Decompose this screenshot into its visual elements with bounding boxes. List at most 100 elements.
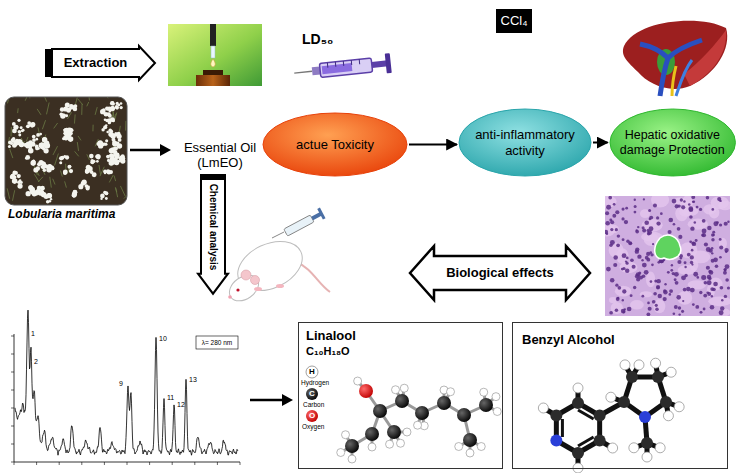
chromatogram: [36, 462, 37, 465]
linalool-molecule: [368, 443, 376, 451]
plant-photo: [34, 174, 39, 182]
node-text: Linalool: [306, 328, 356, 344]
plant-photo: [32, 135, 36, 139]
step-arrow: Chemical analysis: [198, 175, 228, 294]
histology-picture: [727, 220, 729, 222]
panel-outline: [513, 323, 728, 469]
histology-picture: [613, 203, 616, 206]
plant-photo: [108, 114, 112, 118]
plant-photo: [7, 188, 10, 198]
syringe-picture: [335, 62, 337, 67]
node-text: CCl₄: [501, 13, 528, 29]
rat-picture: [296, 262, 330, 292]
histology-picture: [642, 219, 663, 232]
plant-photo: [112, 141, 117, 146]
benzyl-alcohol-molecule: [550, 435, 562, 447]
syringe-picture: [322, 63, 353, 74]
plant-photo: [109, 175, 113, 182]
chromatogram: [11, 372, 14, 373]
compound-panel: LinaloolC₁₀H₁₈OHHydrogenCCarbonOOxygen: [298, 322, 503, 469]
arrow: [250, 394, 293, 406]
histology-picture: [622, 289, 626, 293]
histology-picture: [719, 238, 727, 249]
histology-picture: [655, 304, 658, 307]
histology-picture: [609, 311, 613, 315]
histology-picture: [680, 198, 683, 201]
benzyl-alcohol-molecule: [620, 360, 630, 370]
histology-picture: [625, 207, 628, 210]
benzyl-alcohol-molecule: [573, 383, 583, 393]
plant-photo: [20, 126, 23, 129]
benzyl-alcohol-molecule: [606, 392, 616, 402]
box-outline: [196, 336, 238, 349]
histology-picture: [710, 305, 715, 310]
plant-photo: [115, 106, 119, 110]
histology-picture: [606, 233, 609, 236]
plant-photo: [63, 170, 68, 175]
histology-picture: [648, 307, 652, 311]
atom-legend: [306, 366, 318, 422]
arrow: [282, 394, 293, 406]
histology-picture: [677, 260, 681, 264]
plant-photo: [67, 107, 71, 111]
histology-picture: [719, 256, 722, 259]
linalool-molecule: [365, 427, 379, 441]
chromatogram: [11, 336, 14, 337]
histology-picture: [700, 311, 703, 314]
linalool-molecule: [386, 440, 394, 448]
histology-picture: [683, 200, 686, 203]
benzyl-alcohol-molecule: [594, 410, 606, 422]
histology-picture: [671, 264, 673, 266]
histology-picture: [702, 229, 707, 234]
plant-photo: [90, 160, 94, 164]
compound-panel-shape: [298, 322, 503, 469]
histology-picture: [709, 270, 714, 275]
linalool-molecule: [447, 388, 455, 396]
compound-panel: Benzyl Alcohol: [512, 322, 728, 469]
histology-picture: [624, 220, 628, 224]
node-text: anti-inflammatory activity: [469, 127, 581, 158]
histology-picture: [619, 262, 637, 274]
plant-photo: [105, 119, 109, 123]
plant-photo: [53, 179, 55, 185]
histology-picture: [669, 218, 674, 223]
chromatogram: [11, 444, 14, 445]
histology-picture: [683, 288, 687, 292]
histology-picture: [634, 211, 637, 214]
peak-number: 2: [34, 358, 38, 366]
plant-photo: [44, 97, 46, 102]
plant-photo: [108, 132, 113, 137]
histology-picture: [617, 286, 621, 290]
plant-photo: [106, 169, 110, 173]
plant-photo: [42, 161, 45, 164]
node-text: Oxygen: [302, 423, 324, 431]
histology-picture: [647, 302, 650, 305]
linalool-molecule: [415, 406, 429, 420]
plant-photo: [87, 102, 89, 106]
liver-picture: [623, 21, 727, 96]
plant-photo: [81, 181, 86, 186]
syringe-picture: [319, 58, 372, 77]
histology-picture: [615, 228, 618, 231]
wavelength-box: λ= 280 nm: [196, 336, 238, 349]
atom-legend: [306, 388, 318, 400]
box-fill: [496, 9, 532, 33]
histology-picture: [711, 295, 713, 297]
plant-photo: [87, 154, 90, 159]
chromatogram: [59, 462, 60, 465]
rat-picture: [228, 295, 232, 299]
histology-picture: [708, 270, 712, 274]
linalool-molecule: [373, 404, 387, 418]
plant-photo: [12, 190, 14, 201]
plant-photo: [109, 110, 111, 112]
histology-picture: [635, 274, 640, 279]
rat-picture: [276, 284, 284, 288]
plant-photo: [96, 154, 101, 159]
histology-picture: [628, 241, 632, 245]
histology-picture: [651, 196, 669, 208]
plant-photo: [118, 138, 122, 142]
plant-photo: [104, 172, 106, 174]
linalool-molecule: [354, 377, 362, 385]
plant-photo: [47, 193, 52, 198]
benzyl-alcohol-molecule: [652, 371, 664, 383]
